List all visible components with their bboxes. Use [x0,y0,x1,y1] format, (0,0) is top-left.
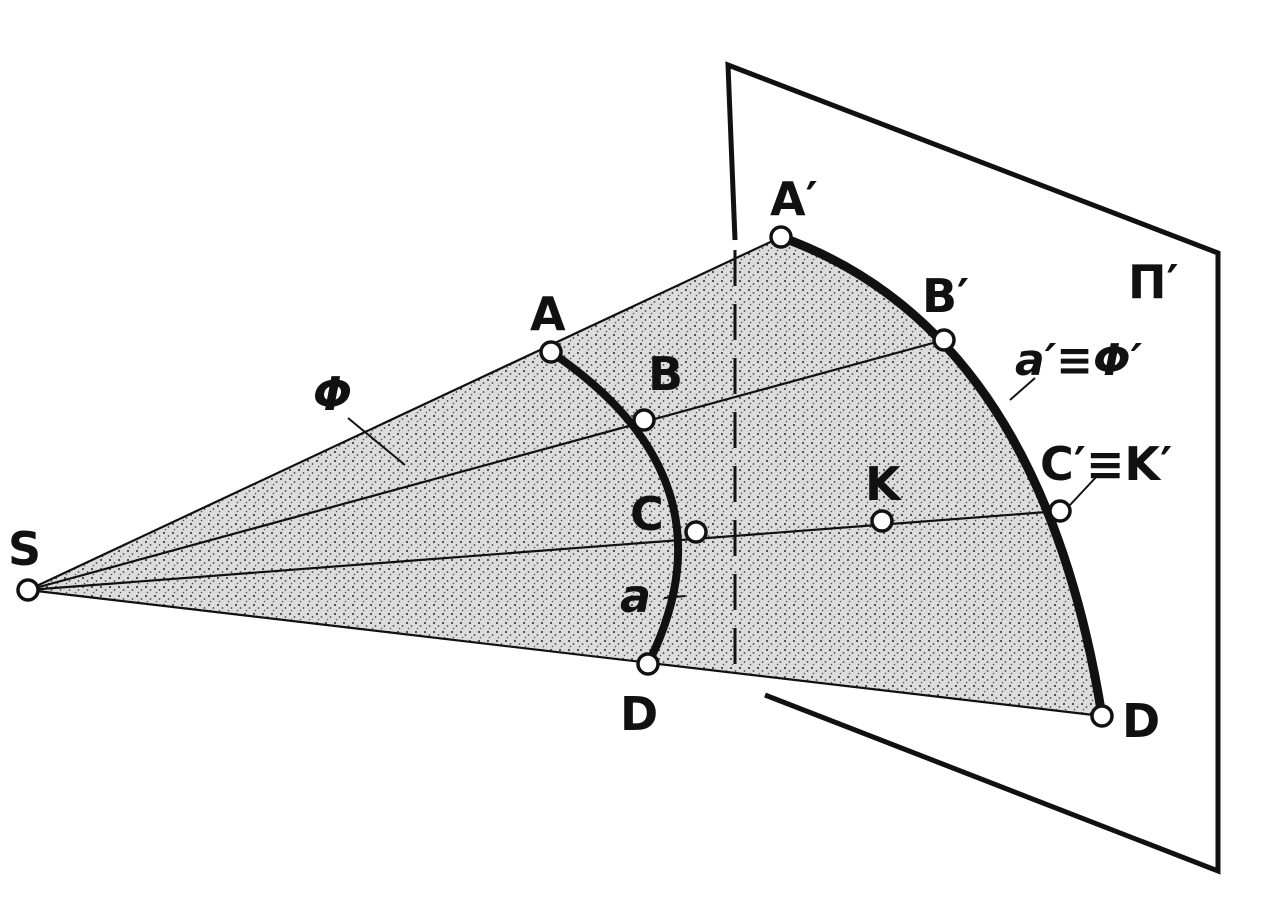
ray-s-b-prime [27,338,945,592]
ray-s-a-prime [27,236,782,591]
point-c [684,520,708,544]
label-a: A [530,287,566,341]
label-b-prime: B′ [922,269,969,323]
point-d-prime [1090,704,1114,728]
label-c: C [630,487,664,541]
point-b-prime [932,328,956,352]
projection-plane-pi-prime [725,61,1221,875]
ray-s-d-prime [27,588,1103,718]
points [16,225,1114,728]
point-d [636,652,660,676]
point-a-prime [769,225,793,249]
label-c-prime-k-prime: C′≡K′ [1040,437,1172,491]
label-d-right: D [1122,694,1160,748]
leader-c-prime-k-prime [1069,474,1099,506]
leader-phi [347,417,406,466]
label-a-prime: A′ [770,172,818,226]
curve-a-prime [776,232,1107,721]
label-k: K [865,457,903,511]
leader-lines [347,377,1099,599]
curve-a [547,348,682,668]
label-a-curve: a [620,569,651,623]
projecting-surface-phi [28,237,1102,716]
label-s: S [8,522,41,576]
point-a [539,340,563,364]
label-plane-pi-prime: Π′ [1128,255,1179,309]
point-b [632,408,656,432]
leader-a [663,595,686,599]
leader-a-prime-phi-prime [1009,377,1036,401]
label-phi: Φ [313,367,352,421]
label-d: D [620,687,658,741]
label-a-prime-phi-prime: a′≡Φ′ [1015,335,1143,386]
point-s [16,578,40,602]
point-c-prime [1048,499,1072,523]
point-k [870,509,894,533]
label-b: B [648,347,683,401]
